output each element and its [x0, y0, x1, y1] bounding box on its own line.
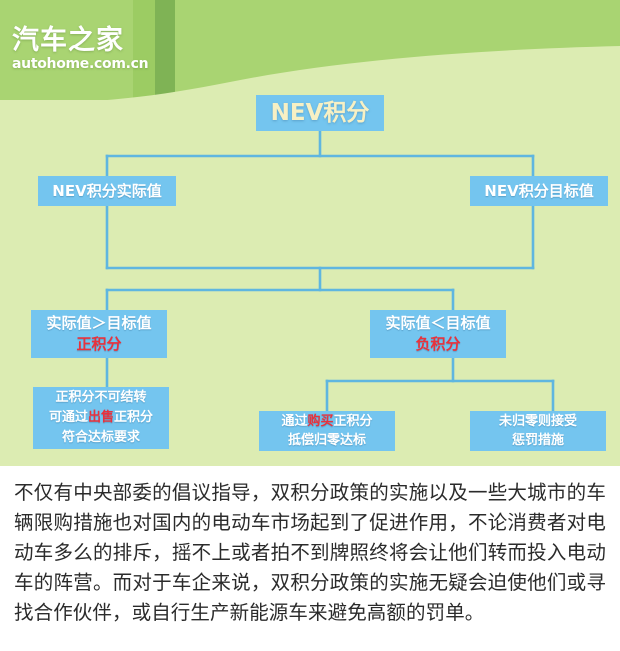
- positive-detail-line2: 可通过出售正积分: [49, 408, 153, 428]
- node-nev-credits[interactable]: NEV积分: [256, 95, 384, 131]
- node-positive-condition: 实际值＞目标值: [46, 314, 152, 332]
- penalty-line1: 未归零则接受: [498, 414, 577, 429]
- node-positive-detail[interactable]: 正积分不可结转 可通过出售正积分 符合达标要求: [33, 387, 169, 449]
- positive-detail-line1: 正积分不可结转: [55, 390, 147, 405]
- node-positive-credits[interactable]: 实际值＞目标值 正积分: [31, 310, 167, 358]
- node-positive-label: 正积分: [76, 335, 122, 353]
- node-target-value[interactable]: NEV积分目标值: [470, 176, 608, 206]
- buy-credits-line1: 通过购买正积分: [281, 412, 372, 431]
- article-paragraph: 不仅有中央部委的倡议指导，双积分政策的实施以及一些大城市的车辆限购措施也对国内的…: [0, 466, 620, 651]
- watermark-cn-text: 汽车之家: [12, 25, 124, 56]
- flowchart-canvas: 汽车之家 autohome.com.cn: [0, 0, 620, 466]
- positive-detail-line2-a: 可通过: [48, 410, 88, 425]
- watermark-en-text: autohome.com.cn: [12, 56, 149, 72]
- header-band-dark-stripe: [155, 0, 175, 100]
- node-penalty[interactable]: 未归零则接受 惩罚措施: [470, 411, 606, 451]
- node-negative-condition: 实际值＜目标值: [385, 314, 491, 332]
- buy-credits-line1-a: 通过: [281, 414, 308, 429]
- header-band-left: [0, 0, 133, 100]
- flowchart-connectors: [105, 129, 555, 413]
- penalty-line2: 惩罚措施: [511, 433, 564, 448]
- positive-detail-line3: 符合达标要求: [61, 430, 140, 445]
- node-negative-credits[interactable]: 实际值＜目标值 负积分: [370, 310, 506, 358]
- positive-detail-sell-keyword: 出售: [87, 410, 114, 425]
- buy-credits-line1-c: 正积分: [333, 414, 373, 429]
- node-actual-value-label: NEV积分实际值: [52, 182, 162, 200]
- node-nev-credits-label: NEV积分: [270, 100, 370, 126]
- node-actual-value[interactable]: NEV积分实际值: [38, 176, 176, 206]
- autohome-watermark: 汽车之家 autohome.com.cn: [12, 26, 152, 73]
- header-sweep-shape: [0, 46, 620, 120]
- positive-detail-line2-c: 正积分: [114, 410, 154, 425]
- buy-credits-line2: 抵偿归零达标: [287, 433, 366, 448]
- node-buy-credits[interactable]: 通过购买正积分 抵偿归零达标: [259, 411, 395, 451]
- header-band-mid: [133, 0, 155, 100]
- node-target-value-label: NEV积分目标值: [484, 182, 594, 200]
- buy-credits-purchase-keyword: 购买: [307, 414, 334, 429]
- node-negative-label: 负积分: [415, 335, 461, 353]
